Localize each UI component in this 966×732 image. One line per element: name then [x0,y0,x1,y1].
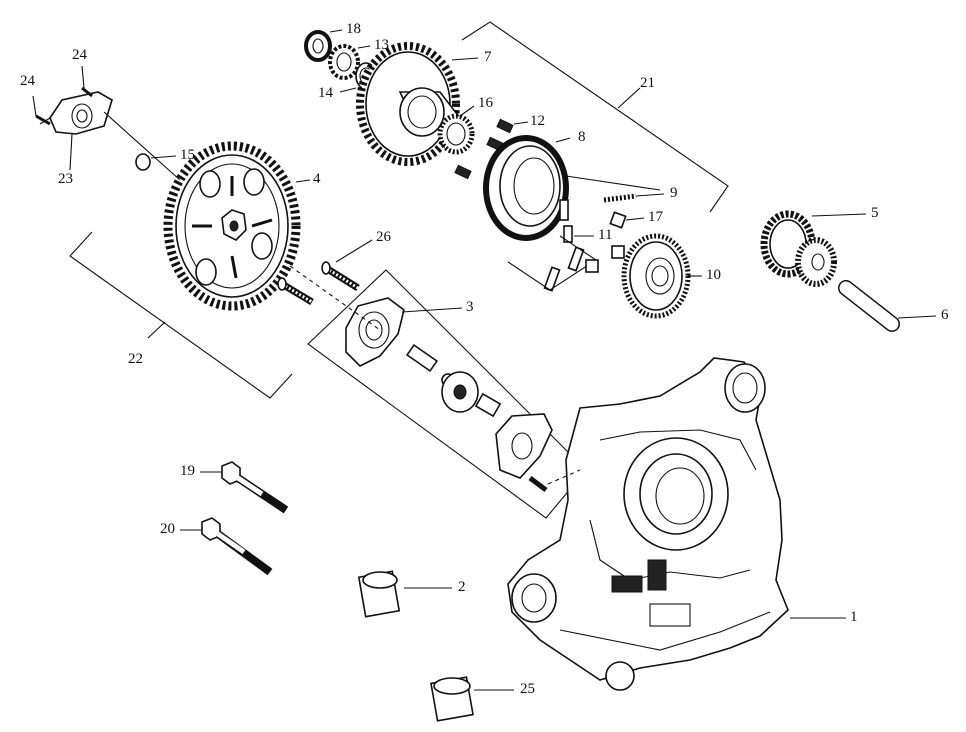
part-4-large-gear [163,141,311,311]
part-11-pins [507,199,597,292]
part-13-bearing [328,44,371,80]
part-3-pump-rotor [441,371,502,418]
label-part-16: 16 [478,95,493,111]
part-8-one-way-clutch [483,135,571,241]
part-20-bolt [180,517,273,576]
part-26-bolt [321,239,373,291]
label-part-19: 19 [180,463,195,479]
bolt-22 [277,277,314,306]
label-part-2: 2 [458,579,466,595]
part-24-screw-a [32,95,51,126]
part-24-screw-b [81,65,93,98]
label-part-9: 9 [670,185,678,201]
part-7-starter-gear [356,42,479,166]
label-part-26: 26 [376,229,391,245]
label-part-22: 22 [128,351,143,367]
label-part-6: 6 [941,307,949,323]
part-2-dowel [357,570,452,618]
part-15-washer [135,153,177,171]
label-part-24-left: 24 [20,73,35,89]
label-part-24-top: 24 [72,47,87,63]
group-bracket-22 [69,231,293,399]
part-3-oil-pump-body [345,297,463,367]
label-part-4: 4 [313,171,321,187]
part-3-pump-cover [495,413,553,492]
label-part-5: 5 [871,205,879,221]
label-part-18: 18 [346,21,361,37]
part-23-cover-plate [39,91,113,171]
label-part-21: 21 [640,75,655,91]
part-16-needle-bearing [437,105,475,155]
part-19-bolt [200,461,289,514]
part-18-oil-seal [304,29,343,62]
label-part-12: 12 [530,113,545,129]
label-part-23: 23 [58,171,73,187]
label-part-14: 14 [318,85,333,101]
part-10-clutch-gear [621,233,702,319]
label-part-17: 17 [648,209,663,225]
part-6-shaft [838,280,937,332]
label-part-8: 8 [578,129,586,145]
part-1-crankcase [507,357,846,691]
label-part-13: 13 [374,37,389,53]
part-9-spring [565,175,665,203]
label-part-25: 25 [520,681,535,697]
label-part-3: 3 [466,299,474,315]
label-part-11: 11 [598,227,613,243]
label-part-7: 7 [484,49,492,65]
label-part-1: 1 [850,609,858,625]
label-part-20: 20 [160,521,175,537]
part-25-dowel [430,676,514,722]
label-part-10: 10 [706,267,721,283]
part-5-double-gear [760,210,867,287]
part-17-rollers [585,211,645,273]
label-part-15: 15 [180,147,195,163]
group-bracket-21 [461,21,729,213]
